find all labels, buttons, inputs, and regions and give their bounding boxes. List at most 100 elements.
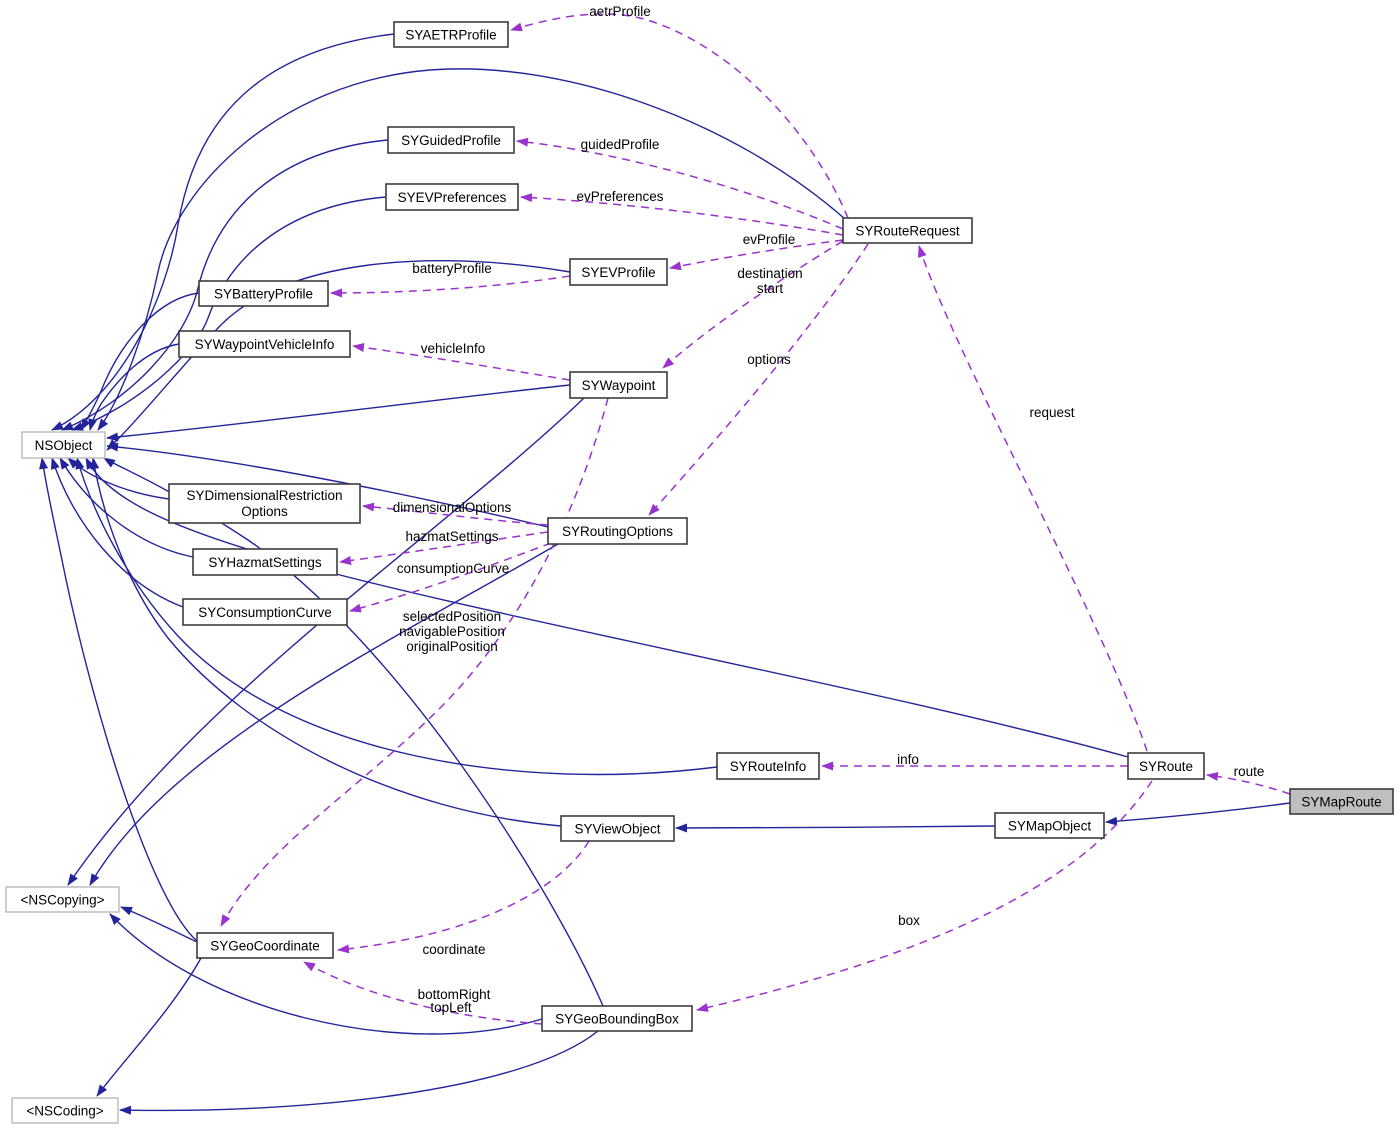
node-SYRoute[interactable]: SYRoute <box>1127 752 1205 780</box>
node-box-SYRouteInfo[interactable] <box>716 752 820 780</box>
node-label-SYRouteInfo: SYRouteInfo <box>730 759 807 774</box>
node-box-SYGeoCoordinate[interactable] <box>196 932 334 959</box>
node-box-NSCopying[interactable] <box>5 886 120 913</box>
node-SYEVProfile[interactable]: SYEVProfile <box>569 258 668 286</box>
edge-label-guidedProfile: guidedProfile <box>581 137 660 152</box>
node-SYConsumptionCurve[interactable]: SYConsumptionCurve <box>182 598 348 626</box>
node-box-SYGuidedProfile[interactable] <box>387 126 515 154</box>
usage-edge-batteryProfile <box>330 275 571 298</box>
usage-edge-destination-start <box>662 240 844 369</box>
node-NSCoding[interactable]: <NSCoding> <box>11 1097 119 1124</box>
node-box-SYHazmatSettings[interactable] <box>192 548 338 576</box>
edge-label-info: info <box>897 752 919 767</box>
inheritance-edge-wpvehicle-to-nsobject <box>88 343 180 431</box>
usage-edge-aetrProfile <box>510 13 849 219</box>
node-label-SYRoute: SYRoute <box>1139 759 1193 774</box>
inheritance-edge-waypoint-to-nscopying <box>67 397 585 886</box>
edge-label-options: options <box>747 352 791 367</box>
node-box-SYMapObject[interactable] <box>994 812 1105 839</box>
usage-edge-waypoint-positions <box>220 397 609 927</box>
inheritance-edge-routingoptions-to-nscopying <box>89 543 559 886</box>
node-box-SYWaypointVehicleInfo[interactable] <box>178 330 351 358</box>
node-box-SYDimensionalRestrictionOptions[interactable] <box>168 483 361 524</box>
edge-label-request: request <box>1029 405 1074 420</box>
edge-label-evPreferences: evPreferences <box>576 189 663 204</box>
node-box-NSObject[interactable] <box>21 431 106 459</box>
node-NSCopying[interactable]: <NSCopying> <box>5 886 120 913</box>
node-box-SYEVPreferences[interactable] <box>385 183 519 211</box>
edge-label-consumptionCurve: consumptionCurve <box>397 561 510 576</box>
inheritance-edge-evpref-to-nsobject <box>71 196 387 431</box>
nodes-layer: SYAETRProfileSYGuidedProfileSYEVPreferen… <box>5 21 1394 1124</box>
node-box-SYAETRProfile[interactable] <box>393 21 509 48</box>
node-box-SYRoutingOptions[interactable] <box>547 517 688 545</box>
inheritance-edge-mapobject-to-viewobject <box>675 823 996 833</box>
node-SYGeoBoundingBox[interactable]: SYGeoBoundingBox <box>541 1005 693 1032</box>
node-label-SYRoutingOptions: SYRoutingOptions <box>562 524 673 539</box>
node-SYBatteryProfile[interactable]: SYBatteryProfile <box>198 280 329 307</box>
inheritance-edge-route-to-nsobject <box>85 457 1129 758</box>
node-box-SYMapRoute[interactable] <box>1289 788 1394 815</box>
node-box-SYConsumptionCurve[interactable] <box>182 598 348 626</box>
edge-label-aetrProfile: aetrProfile <box>589 4 651 19</box>
node-box-SYRoute[interactable] <box>1127 752 1205 780</box>
inheritance-edge-hazmat-to-nsobject <box>59 457 194 558</box>
usage-edge-options <box>648 243 869 516</box>
usage-edge-bottomRight-topLeft <box>303 961 543 1025</box>
inheritance-edge-guided-to-nsobject <box>61 139 389 431</box>
node-box-SYViewObject[interactable] <box>560 815 675 842</box>
node-SYWaypoint[interactable]: SYWaypoint <box>569 371 668 399</box>
usage-edge-coordinate <box>337 840 590 954</box>
edge-label-destination: destination <box>737 266 802 281</box>
inheritance-edge-routerequest-to-nsobject <box>97 68 846 431</box>
node-box-NSCoding[interactable] <box>11 1097 119 1124</box>
usage-edge-route <box>1206 771 1291 795</box>
edge-label-route: route <box>1234 764 1265 779</box>
edge-label-bottomRight: bottomRight <box>418 987 491 1002</box>
node-SYRouteInfo[interactable]: SYRouteInfo <box>716 752 820 780</box>
node-box-SYRouteRequest[interactable] <box>842 217 973 244</box>
inheritance-edge-geoboundingbox-to-nsobject <box>103 457 604 1007</box>
node-SYAETRProfile[interactable]: SYAETRProfile <box>393 21 509 48</box>
edge-label-hazmatSettings: hazmatSettings <box>405 529 498 544</box>
edge-labels-layer: aetrProfileguidedProfileevPreferencesevP… <box>393 4 1265 1015</box>
inheritance-edge-battery-to-nsobject <box>80 292 200 431</box>
node-label-SYDimensionalRestrictionOptions-line1: SYDimensionalRestriction <box>186 488 342 503</box>
node-SYRouteRequest[interactable]: SYRouteRequest <box>842 217 973 244</box>
node-box-SYGeoBoundingBox[interactable] <box>541 1005 693 1032</box>
node-box-SYBatteryProfile[interactable] <box>198 280 329 307</box>
node-SYGeoCoordinate[interactable]: SYGeoCoordinate <box>196 932 334 959</box>
edge-label-coordinate: coordinate <box>422 942 485 957</box>
node-SYWaypointVehicleInfo[interactable]: SYWaypointVehicleInfo <box>178 330 351 358</box>
edge-label-start: start <box>757 281 784 296</box>
edge-label-batteryProfile: batteryProfile <box>412 261 492 276</box>
node-label-SYBatteryProfile: SYBatteryProfile <box>214 287 313 302</box>
usage-edge-hazmatSettings <box>339 531 549 565</box>
edge-label-topLeft: topLeft <box>430 1000 472 1015</box>
node-SYGuidedProfile[interactable]: SYGuidedProfile <box>387 126 515 154</box>
node-SYRoutingOptions[interactable]: SYRoutingOptions <box>547 517 688 545</box>
node-SYMapRoute[interactable]: SYMapRoute <box>1289 788 1394 815</box>
node-SYHazmatSettings[interactable]: SYHazmatSettings <box>192 548 338 576</box>
node-label-NSCopying: <NSCopying> <box>20 893 104 908</box>
usage-edge-evPreferences <box>520 193 844 236</box>
node-SYEVPreferences[interactable]: SYEVPreferences <box>385 183 519 211</box>
node-SYMapObject[interactable]: SYMapObject <box>994 812 1105 839</box>
edge-label-box: box <box>898 913 920 928</box>
inheritance-edge-dimensional-to-nsobject <box>67 457 170 500</box>
inheritance-edge-geoboundingbox-to-nscoding <box>119 1030 599 1115</box>
node-label-SYMapRoute: SYMapRoute <box>1301 795 1381 810</box>
node-label-NSCoding: <NSCoding> <box>26 1104 103 1119</box>
inheritance-edge-consumption-to-nsobject <box>50 457 184 608</box>
node-box-SYWaypoint[interactable] <box>569 371 668 399</box>
node-NSObject[interactable]: NSObject <box>21 431 106 459</box>
node-box-SYEVProfile[interactable] <box>569 258 668 286</box>
node-SYViewObject[interactable]: SYViewObject <box>560 815 675 842</box>
node-label-NSObject: NSObject <box>35 438 93 453</box>
inheritance-edge-waypoint-to-nsobject <box>106 384 571 442</box>
usage-edge-guidedProfile <box>516 137 844 230</box>
node-label-SYMapObject: SYMapObject <box>1008 819 1092 834</box>
edge-label-originalPosition: originalPosition <box>406 639 498 654</box>
